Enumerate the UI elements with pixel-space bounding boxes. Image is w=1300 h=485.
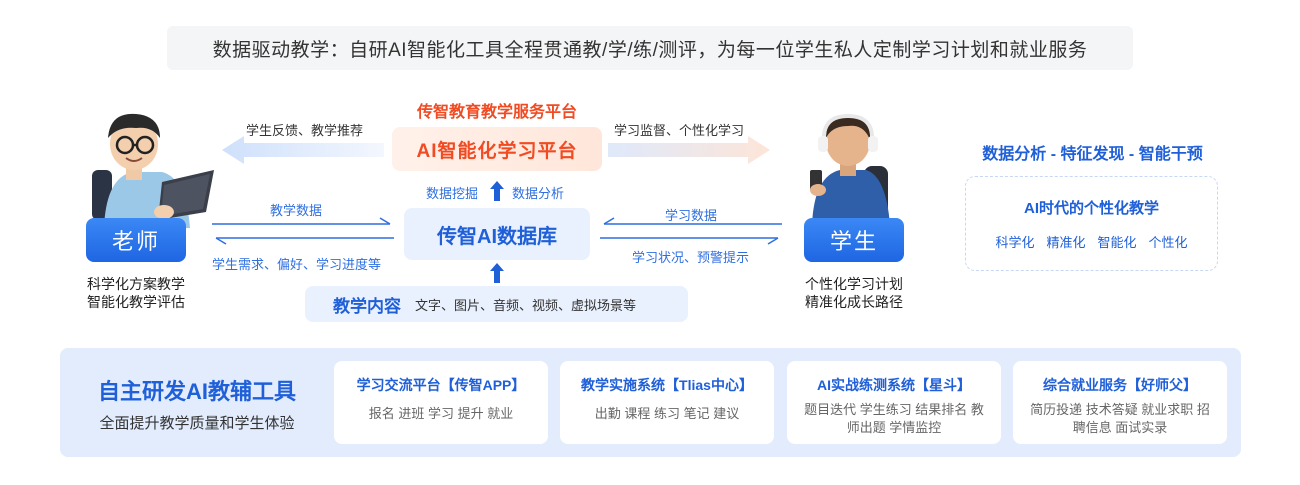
tool-card-app[interactable]: 学习交流平台【传智APP】 报名 进班 学习 提升 就业	[334, 361, 548, 444]
tool-card-xingdou[interactable]: AI实战练测系统【星斗】 题目迭代 学生练习 结果排名 教师出题 学情监控	[787, 361, 1001, 444]
personalized-tags: 科学化 精准化 智能化 个性化	[966, 232, 1217, 251]
database-box: 传智AI数据库	[404, 208, 590, 260]
teacher-caption: 科学化方案教学 智能化教学评估	[66, 275, 206, 311]
tool-card-items: 出勤 课程 练习 笔记 建议	[594, 406, 740, 421]
analysis-headline: 数据分析 - 特征发现 - 智能干预	[982, 146, 1203, 163]
tool-card-title: 综合就业服务【好师父】	[1043, 377, 1197, 393]
teacher-caption-line1: 科学化方案教学	[87, 276, 185, 292]
tool-card-tlias[interactable]: 教学实施系统【Tlias中心】 出勤 课程 练习 笔记 建议	[560, 361, 774, 444]
student-button[interactable]: 学生	[804, 218, 904, 262]
label-learning-data: 学习数据	[665, 208, 718, 223]
student-illustration	[810, 113, 890, 225]
arrow-up-icon	[490, 263, 504, 283]
tag: 智能化	[1097, 235, 1137, 250]
content-box: 教学内容 文字、图片、音频、视频、虚拟场景等	[305, 286, 688, 322]
student-caption: 个性化学习计划 精准化成长路径	[784, 275, 924, 311]
tools-panel: 自主研发AI教辅工具 全面提升教学质量和学生体验 学习交流平台【传智APP】 报…	[60, 348, 1241, 457]
tag: 个性化	[1148, 235, 1188, 250]
personalized-box: AI时代的个性化教学 科学化 精准化 智能化 个性化	[965, 176, 1218, 271]
student-caption-line2: 精准化成长路径	[805, 294, 903, 310]
tool-card-items: 报名 进班 学习 提升 就业	[368, 406, 514, 421]
label-analysis: 数据分析	[512, 186, 565, 201]
platform-box: AI智能化学习平台	[392, 127, 602, 171]
tool-card-items: 题目迭代 学生练习 结果排名 教师出题 学情监控	[804, 402, 984, 435]
tool-card-haoshifu[interactable]: 综合就业服务【好师父】 简历投递 技术答疑 就业求职 招聘信息 面试实录	[1013, 361, 1227, 444]
tool-card-title: 学习交流平台【传智APP】	[356, 377, 526, 393]
tool-card-title: 教学实施系统【Tlias中心】	[581, 377, 753, 393]
content-items: 文字、图片、音频、视频、虚拟场景等	[415, 297, 637, 313]
label-learning-status: 学习状况、预警提示	[632, 250, 750, 265]
arrow-right-supervision	[608, 136, 770, 164]
tool-card-items: 简历投递 技术答疑 就业求职 招聘信息 面试实录	[1030, 402, 1210, 435]
label-teaching-data: 教学数据	[270, 203, 323, 218]
content-title: 教学内容	[333, 296, 401, 316]
tools-subtitle: 全面提升教学质量和学生体验	[99, 415, 295, 432]
teacher-button[interactable]: 老师	[86, 218, 186, 262]
label-feedback: 学生反馈、教学推荐	[246, 123, 364, 138]
teacher-caption-line2: 智能化教学评估	[87, 294, 185, 310]
personalized-title: AI时代的个性化教学	[1023, 200, 1159, 217]
tools-title: 自主研发AI教辅工具	[97, 379, 296, 404]
label-supervision: 学习监督、个性化学习	[614, 123, 745, 138]
platform-title: 传智教育教学服务平台	[416, 104, 577, 121]
arrow-up-icon	[490, 181, 504, 201]
student-caption-line1: 个性化学习计划	[805, 276, 903, 292]
arrows-student-db	[600, 217, 782, 245]
label-mining: 数据挖掘	[426, 186, 479, 201]
banner: 数据驱动教学：自研AI智能化工具全程贯通教/学/练/测评，为每一位学生私人定制学…	[167, 26, 1133, 70]
tag: 精准化	[1046, 235, 1086, 250]
arrows-teacher-db	[212, 217, 394, 245]
label-student-needs: 学生需求、偏好、学习进度等	[212, 257, 382, 272]
tag: 科学化	[995, 235, 1035, 250]
arrow-left-feedback	[222, 136, 384, 164]
tool-card-title: AI实战练测系统【星斗】	[817, 377, 971, 393]
teacher-illustration	[92, 113, 214, 228]
